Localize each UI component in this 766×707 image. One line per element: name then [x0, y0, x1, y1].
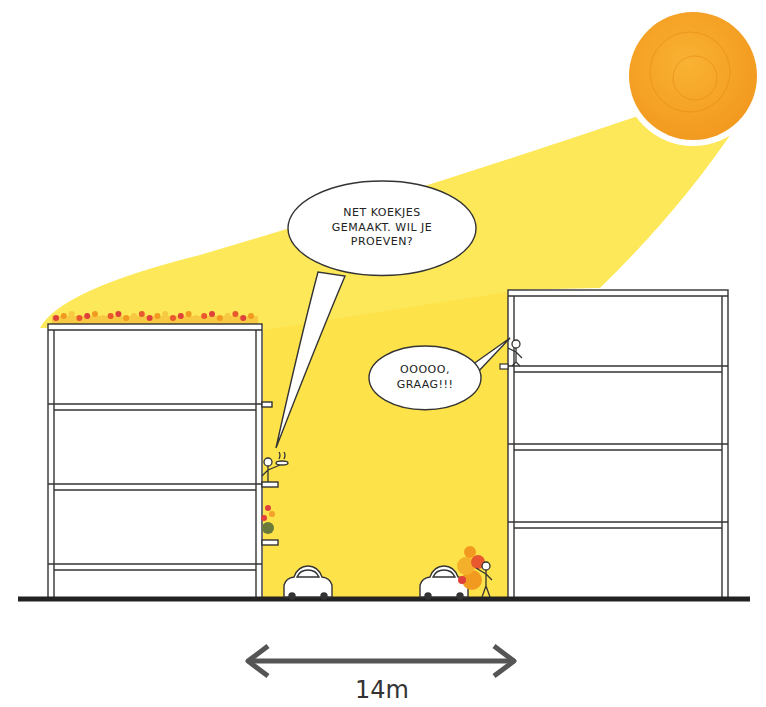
roof-flower: [248, 313, 254, 319]
roof-flower: [217, 315, 223, 321]
sun-rim: [623, 6, 763, 146]
sunlight: [40, 112, 735, 598]
roof-flower: [131, 313, 137, 319]
person-street: [476, 562, 492, 597]
roof-flower: [115, 311, 121, 317]
roof-flower: [69, 311, 75, 317]
dimension-arrow: [248, 646, 514, 676]
street-light: [263, 292, 508, 598]
cars: [284, 566, 468, 599]
flower-bush: [457, 546, 485, 590]
roof-flower: [76, 315, 82, 321]
roof-flower: [178, 313, 184, 319]
roof-flower: [154, 313, 160, 319]
sun: [629, 12, 757, 140]
speech-text: OOOOO, GRAAG!!!: [390, 363, 460, 393]
roof-flower: [170, 315, 176, 321]
roof-flower: [186, 311, 192, 317]
person-neighbour: [508, 340, 522, 366]
roof-flower: [201, 313, 207, 319]
roof-flower: [147, 315, 153, 321]
right-building: [508, 290, 728, 598]
roof-flower: [100, 315, 106, 321]
roof-flower: [209, 311, 215, 317]
roof-flower: [162, 311, 168, 317]
roof-flower: [61, 313, 67, 319]
bubble-tail: [276, 272, 345, 448]
roof-flower: [232, 311, 238, 317]
dimension-label: 14m: [355, 676, 409, 704]
balcony-plants: [261, 505, 275, 534]
roof-flower: [108, 313, 114, 319]
roof-flower: [53, 315, 59, 321]
roof-flower: [139, 311, 145, 317]
roof-flower: [240, 315, 246, 321]
speech-text: NET KOEKJES GEMAAKT. WIL JE PROEVEN?: [323, 206, 441, 251]
roof-flower: [84, 313, 90, 319]
roof-flower: [225, 313, 231, 319]
ground-line: [18, 597, 750, 602]
person-baker: [262, 452, 288, 482]
roof-flower: [123, 315, 129, 321]
roof-flower: [193, 315, 199, 321]
speech-bubble: NET KOEKJES GEMAAKT. WIL JE PROEVEN?: [287, 180, 477, 277]
roof-flower: [92, 311, 98, 317]
speech-bubble: OOOOO, GRAAG!!!: [368, 345, 482, 411]
left-building: [48, 324, 262, 598]
